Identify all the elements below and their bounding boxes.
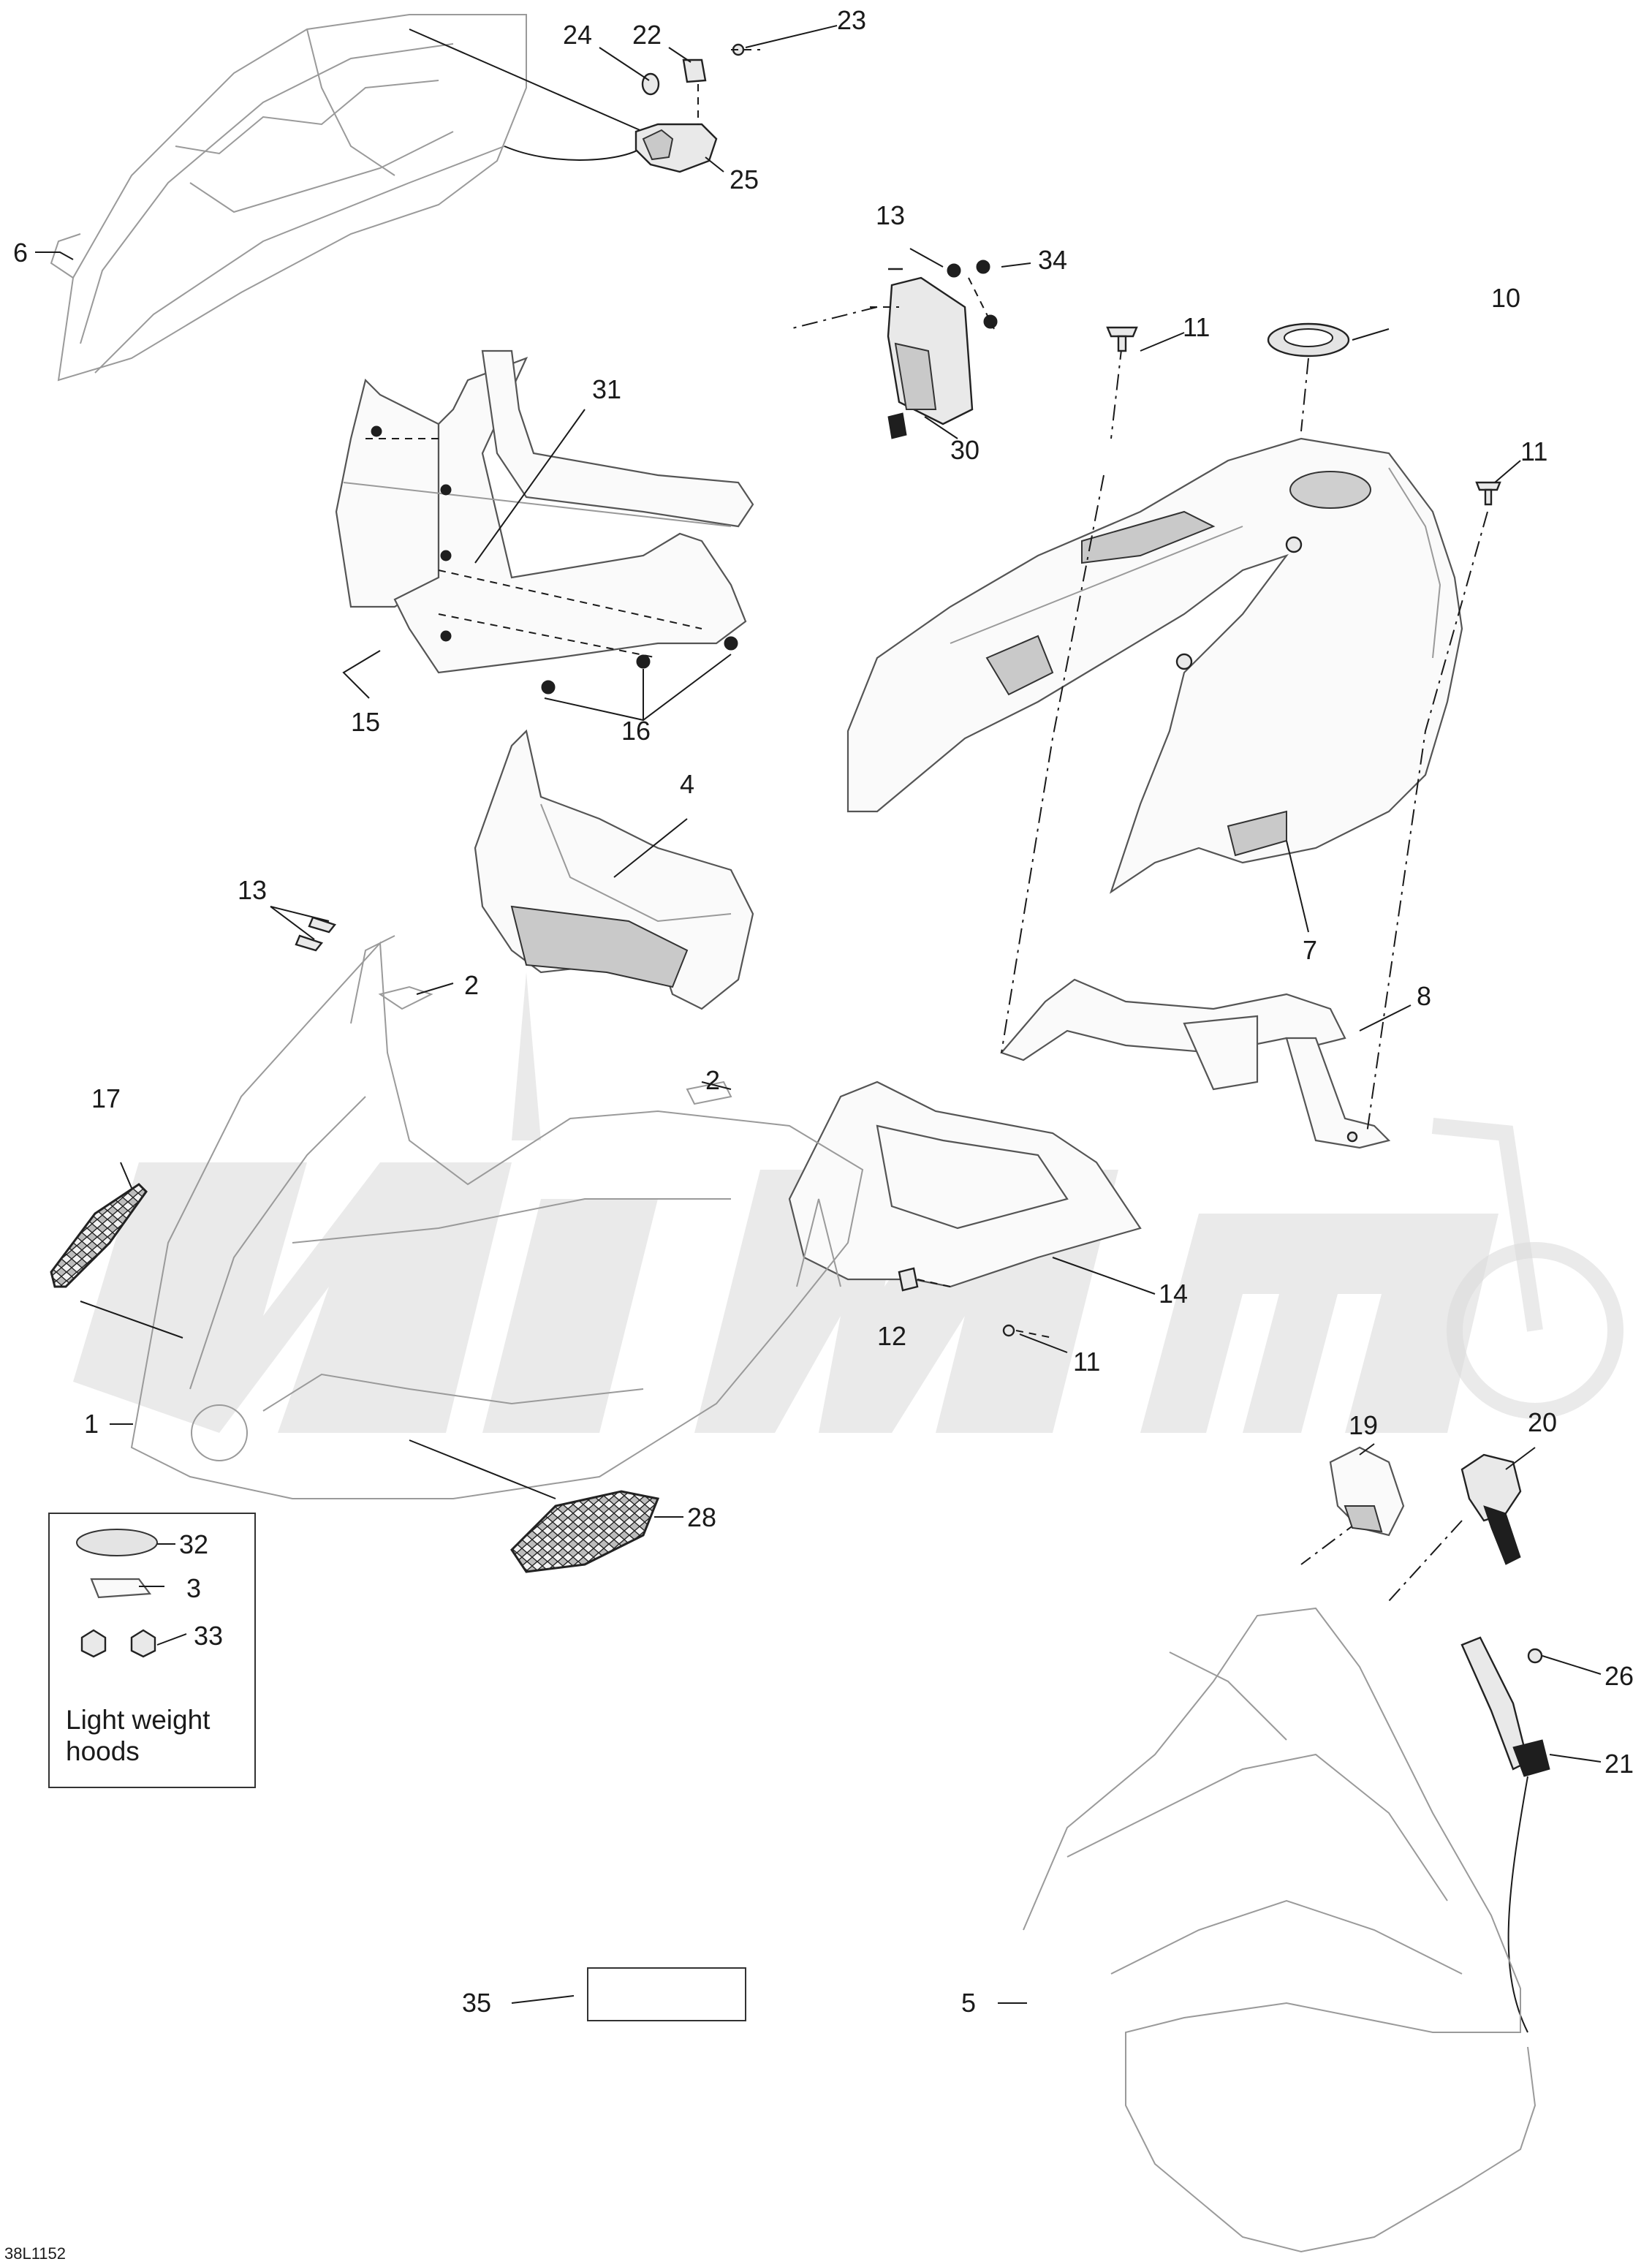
callout-17: 17 [91, 1083, 121, 1113]
fasteners-11 [1106, 326, 1501, 506]
small-parts-13-2 [295, 916, 732, 1105]
callout-24: 24 [563, 20, 592, 50]
callout-13b: 13 [238, 875, 267, 905]
part-4-cover [474, 729, 754, 1010]
figure-code: 38L1152 [4, 2244, 66, 2263]
callout-leaders [35, 25, 1602, 2004]
callout-20: 20 [1528, 1407, 1557, 1437]
part-6-hood-outline [50, 14, 644, 382]
callout-10: 10 [1491, 283, 1520, 313]
inset-light-weight-hoods: Light weight hoods [48, 1513, 256, 1788]
callout-5: 5 [961, 1988, 976, 2018]
callout-31: 31 [592, 374, 621, 404]
callout-16: 16 [621, 716, 651, 746]
callout-7: 7 [1303, 935, 1317, 965]
part-31-panel [335, 349, 754, 722]
callout-30: 30 [950, 435, 980, 465]
callout-11b: 11 [1520, 436, 1547, 466]
callout-4: 4 [680, 769, 694, 799]
callout-11a: 11 [1183, 312, 1210, 342]
blank-label-box [587, 1967, 746, 2021]
callout-15: 15 [351, 707, 380, 737]
callout-34: 34 [1038, 245, 1067, 275]
part-17-grille [50, 1162, 183, 1339]
part-19-20-latches [1329, 1446, 1522, 1565]
callout-28: 28 [687, 1502, 716, 1532]
callout-14: 14 [1159, 1279, 1188, 1309]
callout-35: 35 [462, 1988, 491, 2018]
callout-23: 23 [837, 5, 866, 35]
callout-25: 25 [730, 164, 759, 194]
callout-26: 26 [1604, 1661, 1634, 1691]
callout-13a: 13 [876, 200, 905, 230]
callout-2a: 2 [464, 970, 479, 1000]
part-21-26-strap [1460, 1636, 1550, 2033]
callout-8: 8 [1417, 981, 1431, 1011]
alignment-lines [789, 306, 1488, 1602]
callout-33: 33 [194, 1621, 223, 1651]
callout-11c: 11 [1073, 1347, 1100, 1377]
callout-6: 6 [13, 238, 28, 268]
part-30-module [870, 260, 998, 439]
callout-numbers: 24 22 23 25 6 13 34 30 10 11 11 31 15 16… [13, 5, 1634, 2018]
callout-2b: 2 [705, 1065, 720, 1095]
latch-assembly [634, 43, 760, 173]
callout-3: 3 [186, 1573, 201, 1603]
part-10-ring [1267, 322, 1350, 357]
callout-12: 12 [877, 1321, 906, 1351]
part-28-grille [409, 1439, 660, 1573]
part-7-console [846, 437, 1463, 894]
callout-19: 19 [1349, 1410, 1378, 1440]
callout-21: 21 [1604, 1749, 1634, 1779]
inset-caption-line1: Light weight [66, 1705, 211, 1735]
part-1-nose-cone [130, 935, 864, 1499]
inset-caption-line2: hoods [66, 1736, 140, 1766]
callout-22: 22 [632, 20, 662, 50]
callout-1: 1 [84, 1409, 99, 1439]
part-14-bracket [788, 1080, 1142, 1339]
part-8-bracket [1000, 978, 1391, 1149]
callout-32: 32 [179, 1529, 208, 1559]
part-5-windshield [1023, 1607, 1537, 2253]
